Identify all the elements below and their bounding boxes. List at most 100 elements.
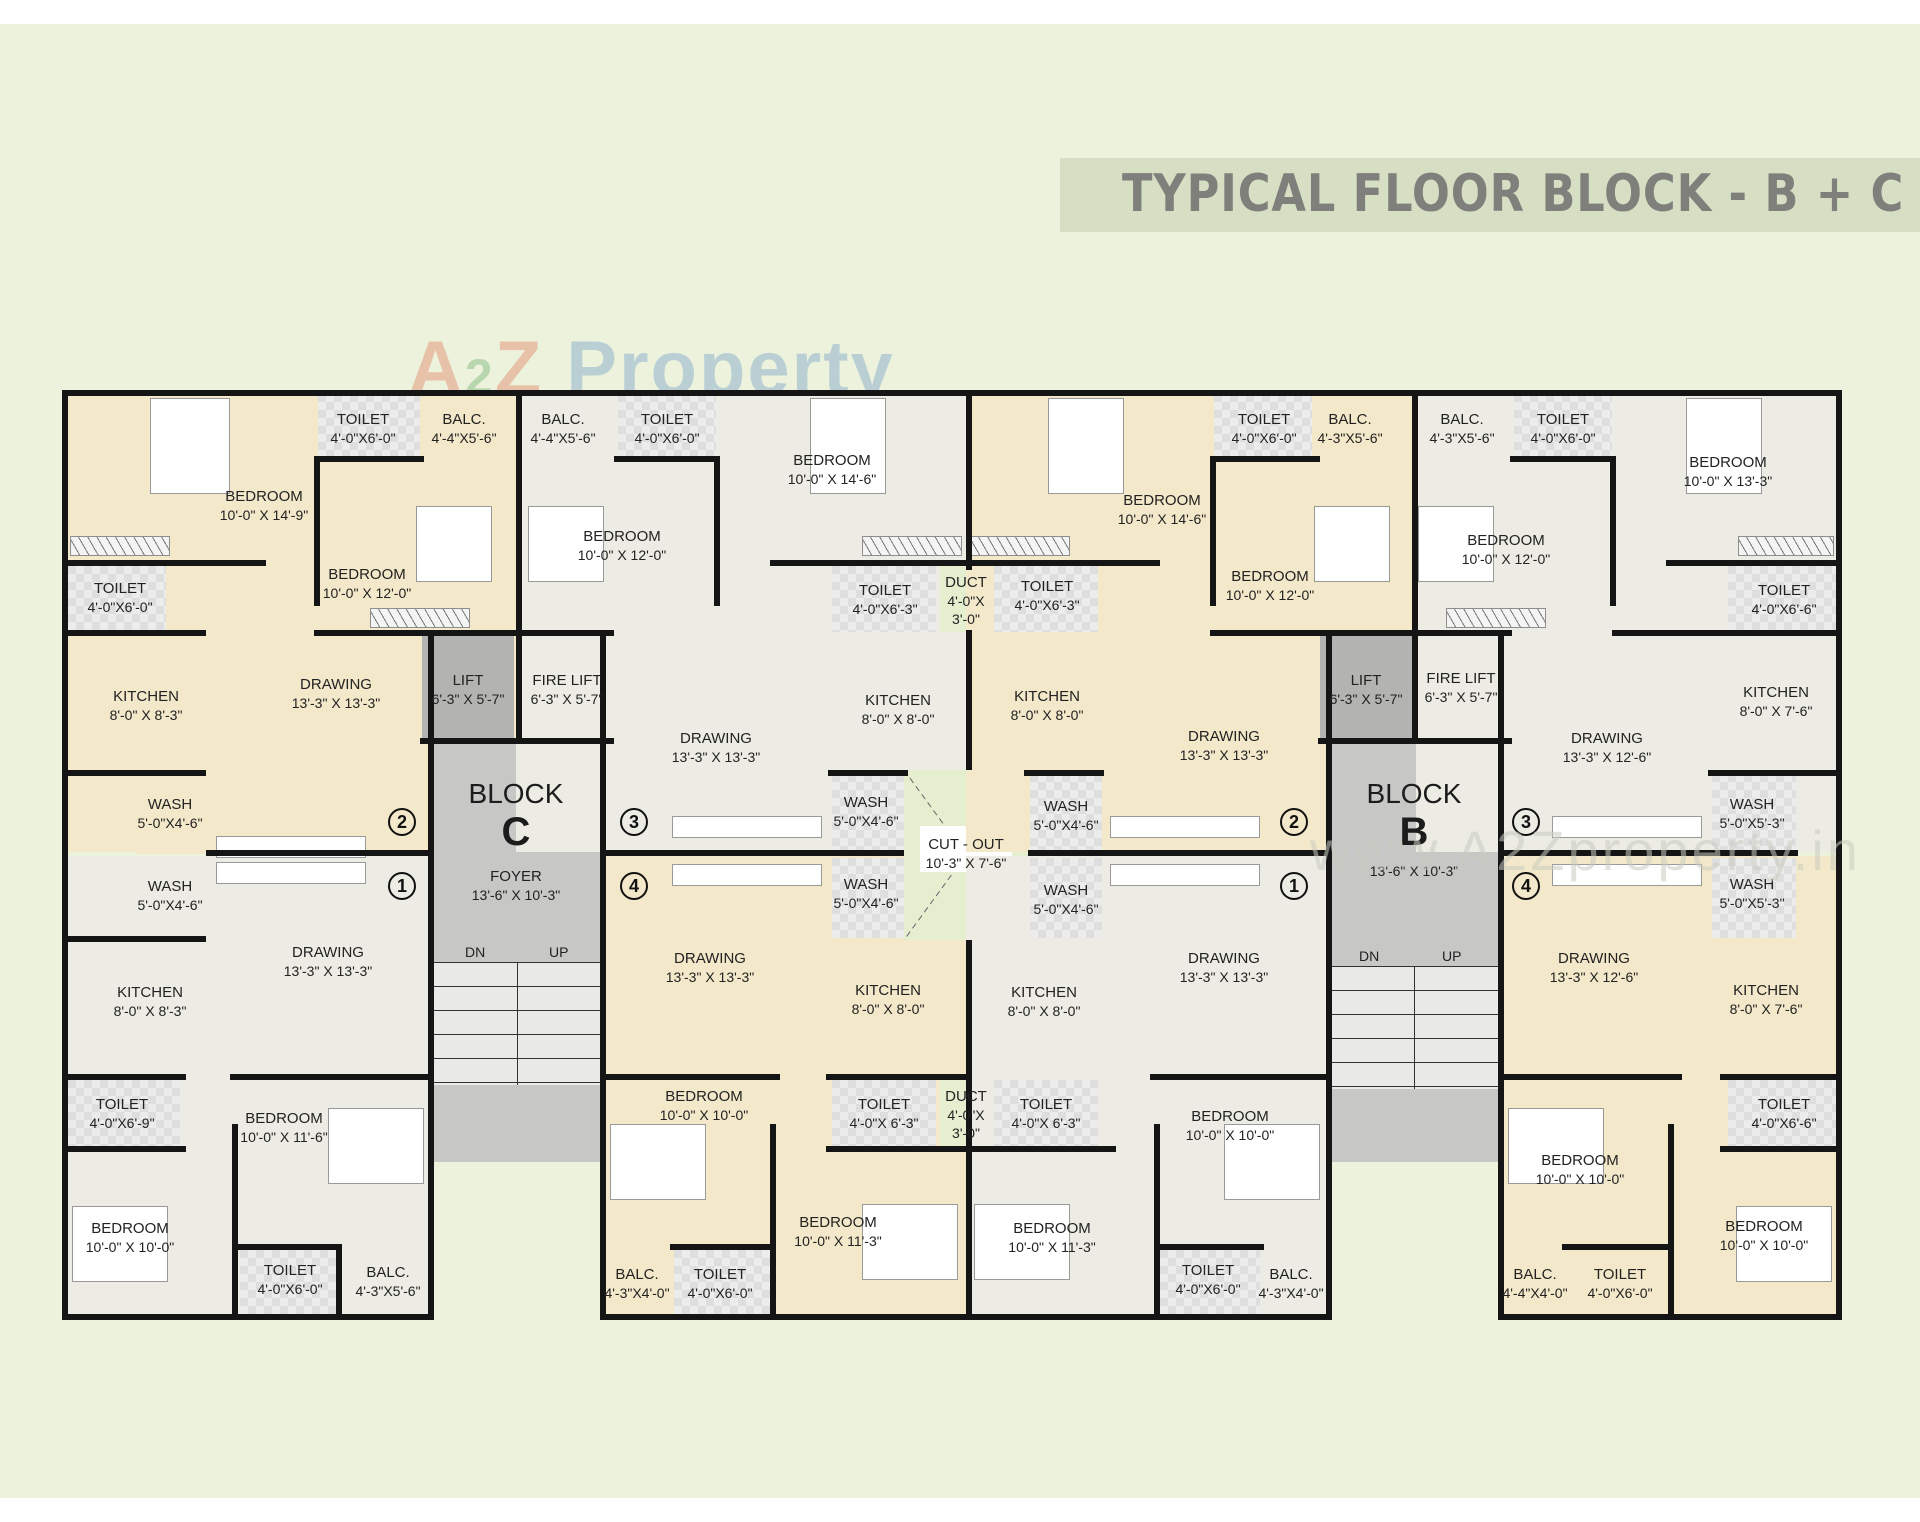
wall-partition bbox=[314, 456, 424, 462]
bed bbox=[862, 1204, 958, 1280]
wall-kitchen-divider bbox=[966, 940, 972, 1080]
wall-bottom-left bbox=[62, 1314, 434, 1320]
b2-wash-area bbox=[1030, 774, 1102, 854]
wall-mid-c bbox=[206, 850, 432, 856]
wall-partition bbox=[604, 1074, 780, 1080]
bed bbox=[1314, 506, 1390, 582]
b-stairs-up: UP bbox=[1442, 948, 1462, 964]
wardrobe bbox=[970, 536, 1070, 556]
bed bbox=[150, 398, 230, 494]
b2-balcony: BALC.4'-3"X5'-6" bbox=[1317, 411, 1383, 446]
wall-partition bbox=[1024, 770, 1104, 776]
wall-core-c-left bbox=[428, 630, 434, 1320]
wall-b2-b3 bbox=[1412, 390, 1418, 636]
b4-toilet1-area bbox=[1728, 1080, 1836, 1146]
b4-wash-area bbox=[1712, 858, 1796, 938]
sofa bbox=[1552, 864, 1702, 886]
wall-partition bbox=[1210, 456, 1320, 462]
wall-partition bbox=[314, 456, 320, 606]
bed bbox=[1418, 506, 1494, 582]
b1-toilet2-area bbox=[1160, 1250, 1260, 1316]
unit-number-c1: 1 bbox=[388, 872, 416, 900]
wall-partition bbox=[66, 560, 266, 566]
wall-c2-c3 bbox=[516, 390, 522, 636]
c1-toilet2-area bbox=[240, 1250, 336, 1316]
wall-partition bbox=[230, 1074, 430, 1080]
wall-partition bbox=[826, 1146, 1116, 1152]
b2-toilet2-area bbox=[994, 566, 1098, 632]
wall-partition bbox=[1150, 1074, 1330, 1080]
unit-number-c3: 3 bbox=[620, 808, 648, 836]
plan-title: TYPICAL FLOOR BLOCK - B + C bbox=[1122, 164, 1905, 224]
b3-wash-area bbox=[1712, 774, 1796, 854]
c-stairs-down: DN bbox=[465, 944, 486, 960]
wall-core-c-right bbox=[600, 630, 606, 1320]
wall-partition bbox=[714, 456, 720, 606]
wall-partition bbox=[1668, 1124, 1674, 1320]
wall-partition bbox=[314, 630, 520, 636]
wardrobe bbox=[1738, 536, 1834, 556]
wall-lift-b-bottom bbox=[1318, 738, 1512, 744]
wall-partition bbox=[1210, 456, 1216, 606]
wall-core-b-right bbox=[1498, 630, 1504, 1320]
c2-wash-area bbox=[136, 774, 206, 854]
c3-toilet2-area bbox=[832, 566, 936, 632]
wall-partition bbox=[670, 1244, 776, 1250]
wall-partition bbox=[66, 630, 206, 636]
wall-partition bbox=[1666, 560, 1842, 566]
b1-toilet1-area bbox=[994, 1080, 1098, 1146]
b2-toilet1-area bbox=[1214, 394, 1312, 458]
wall-core-b-left bbox=[1326, 630, 1332, 1320]
bed bbox=[1508, 1108, 1604, 1184]
unit-number-b4: 4 bbox=[1512, 872, 1540, 900]
c-stairs-up: UP bbox=[549, 944, 569, 960]
unit-number-c4: 4 bbox=[620, 872, 648, 900]
wall-partition bbox=[336, 1244, 342, 1320]
c-staircase bbox=[432, 962, 602, 1085]
c4-toilet1-area bbox=[832, 1080, 936, 1146]
bed bbox=[1736, 1206, 1832, 1282]
sofa bbox=[1110, 816, 1260, 838]
bed bbox=[528, 506, 604, 582]
bed bbox=[610, 1124, 706, 1200]
b1-balcony: BALC.4'-3"X4'-0" bbox=[1258, 1266, 1324, 1301]
unit-number-b3: 3 bbox=[1512, 808, 1540, 836]
sofa bbox=[1552, 816, 1702, 838]
c2-toilet2-area bbox=[68, 566, 166, 632]
b-staircase bbox=[1330, 966, 1498, 1089]
wall-partition bbox=[66, 770, 206, 776]
wall-left bbox=[62, 390, 68, 1320]
sofa bbox=[672, 864, 822, 886]
wardrobe bbox=[70, 536, 170, 556]
